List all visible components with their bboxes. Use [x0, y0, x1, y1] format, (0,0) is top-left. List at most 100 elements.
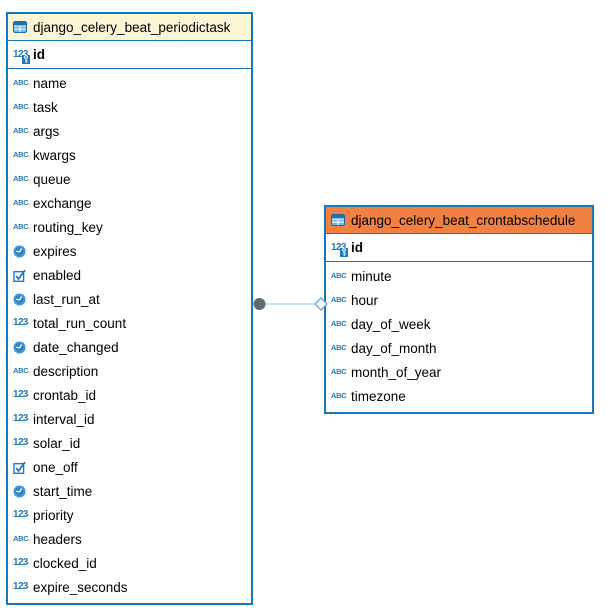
abc-type-icon: ABC [13, 534, 29, 544]
table-header[interactable]: django_celery_beat_periodictask [8, 14, 251, 41]
column-row[interactable]: ABC day_of_month [326, 336, 592, 360]
column-name: expires [33, 243, 77, 259]
column-row[interactable]: ABC description [8, 359, 251, 383]
column-row[interactable]: 123 crontab_id [8, 383, 251, 407]
column-name: task [33, 99, 58, 115]
clock-type-icon [13, 485, 33, 498]
numeric-pk-icon: 123 [13, 49, 33, 64]
numeric-type-icon: 123 [13, 389, 28, 400]
column-name: description [33, 363, 99, 379]
table-header[interactable]: django_celery_beat_crontabschedule [326, 207, 592, 234]
column-row[interactable]: ABC kwargs [8, 143, 251, 167]
abc-type-icon: ABC [13, 150, 29, 160]
abc-type-icon: ABC [13, 102, 29, 112]
column-row[interactable]: 123 priority [8, 503, 251, 527]
column-row[interactable]: ABC exchange [8, 191, 251, 215]
numeric-type-icon: 123 [13, 581, 28, 592]
numeric-type-icon: 123 [13, 509, 28, 520]
column-name: minute [351, 268, 392, 284]
column-row[interactable]: 123 clocked_id [8, 551, 251, 575]
column-row[interactable]: start_time [8, 479, 251, 503]
column-row[interactable]: ABC routing_key [8, 215, 251, 239]
numeric-type-icon: 123 [13, 557, 28, 568]
column-row[interactable]: ABC args [8, 119, 251, 143]
column-row[interactable]: enabled [8, 263, 251, 287]
table-title: django_celery_beat_periodictask [33, 19, 231, 35]
column-row[interactable]: ABC minute [326, 264, 592, 288]
column-row[interactable]: ABC task [8, 95, 251, 119]
column-row[interactable]: 123 expire_seconds [8, 575, 251, 599]
numeric-type-icon: 123 [13, 413, 28, 424]
column-row[interactable]: expires [8, 239, 251, 263]
abc-type-icon: ABC [331, 367, 347, 377]
abc-type-icon: ABC [331, 295, 347, 305]
column-name: name [33, 75, 67, 91]
column-name: last_run_at [33, 291, 100, 307]
numeric-type-icon: 123 [13, 437, 28, 448]
clock-type-icon [13, 341, 33, 354]
column-row[interactable]: 123 total_run_count [8, 311, 251, 335]
abc-type-icon: ABC [331, 319, 347, 329]
abc-type-icon: ABC [13, 126, 29, 136]
abc-type-icon: ABC [13, 78, 29, 88]
table-title: django_celery_beat_crontabschedule [351, 212, 576, 228]
numeric-type-icon: 123 [13, 317, 28, 328]
abc-type-icon: ABC [13, 222, 29, 232]
abc-type-icon: ABC [331, 271, 347, 281]
column-name: one_off [33, 459, 78, 475]
column-name: crontab_id [33, 387, 97, 403]
column-row[interactable]: one_off [8, 455, 251, 479]
clock-type-icon [13, 245, 33, 258]
abc-type-icon: ABC [13, 198, 29, 208]
checkbox-type-icon [13, 269, 33, 282]
relation-start-circle-marker [253, 298, 266, 310]
abc-type-icon: ABC [331, 343, 347, 353]
abc-type-icon: ABC [13, 366, 29, 376]
column-name: clocked_id [33, 555, 97, 571]
column-row[interactable]: ABC month_of_year [326, 360, 592, 384]
column-name: kwargs [33, 147, 76, 163]
column-name: priority [33, 507, 74, 523]
table-grid-icon [331, 214, 346, 226]
column-row[interactable]: last_run_at [8, 287, 251, 311]
column-name: enabled [33, 267, 82, 283]
column-name: id [351, 240, 363, 255]
abc-type-icon: ABC [331, 391, 347, 401]
checkbox-type-icon [13, 461, 33, 474]
column-row[interactable]: ABC headers [8, 527, 251, 551]
clock-type-icon [13, 293, 33, 306]
key-icon [340, 247, 348, 257]
column-row[interactable]: ABC timezone [326, 384, 592, 408]
column-name: date_changed [33, 339, 119, 355]
column-name: day_of_week [351, 316, 431, 332]
column-row[interactable]: ABC name [8, 71, 251, 95]
column-name: id [33, 47, 45, 62]
column-name: routing_key [33, 219, 103, 235]
column-name: headers [33, 531, 82, 547]
column-row[interactable]: date_changed [8, 335, 251, 359]
column-name: exchange [33, 195, 92, 211]
column-name: timezone [351, 388, 406, 404]
column-name: month_of_year [351, 364, 442, 380]
table-grid-icon [13, 21, 28, 33]
column-name: expire_seconds [33, 579, 128, 595]
column-name: total_run_count [33, 315, 127, 331]
column-row[interactable]: ABC day_of_week [326, 312, 592, 336]
numeric-pk-icon: 123 [331, 242, 351, 257]
column-name: start_time [33, 483, 93, 499]
column-name: args [33, 123, 60, 139]
column-name: day_of_month [351, 340, 437, 356]
